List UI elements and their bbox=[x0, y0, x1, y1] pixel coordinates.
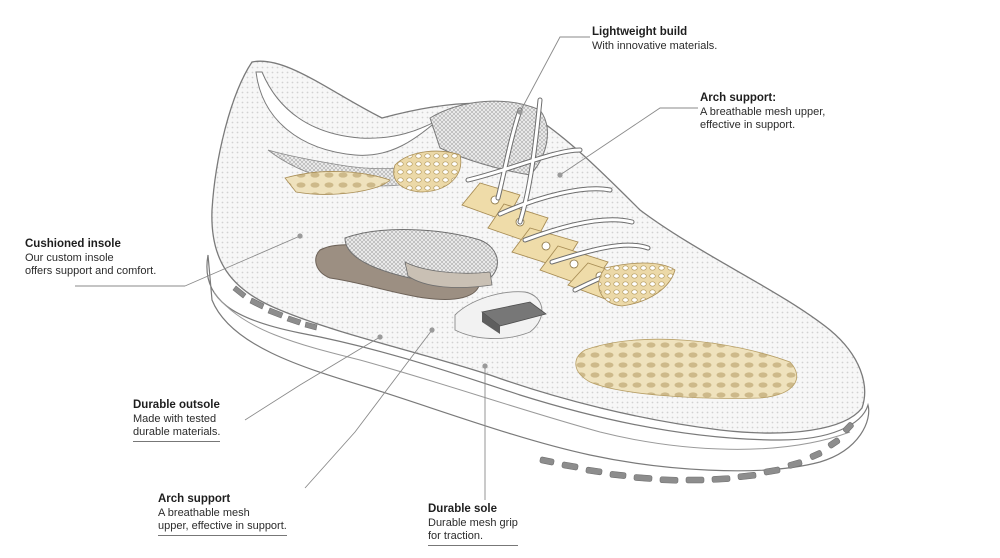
callout-title: Durable outsole bbox=[133, 399, 220, 411]
callout-lightweight-build: Lightweight build With innovative materi… bbox=[592, 26, 717, 53]
tongue-gold-panel bbox=[393, 150, 462, 193]
callout-title: Durable sole bbox=[428, 503, 498, 515]
callout-description: Our custom insole offers support and com… bbox=[25, 251, 157, 278]
callout-title: Arch support bbox=[158, 493, 231, 505]
leader-dots bbox=[297, 109, 563, 369]
toe-gold-panel bbox=[598, 262, 676, 307]
callout-durable-outsole: Durable outsole Made with tested durable… bbox=[133, 399, 221, 442]
forefoot-vent-panel bbox=[575, 338, 798, 399]
callout-cushioned-insole: Cushioned insole Our custom insole offer… bbox=[25, 238, 156, 279]
callout-title: Arch support: bbox=[700, 92, 777, 104]
callout-durable-sole: Durable sole Durable mesh grip for tract… bbox=[428, 503, 518, 546]
leader-arch-lower bbox=[304, 329, 433, 489]
callout-title: Cushioned insole bbox=[25, 238, 121, 250]
gel-pad-front bbox=[482, 312, 500, 334]
callout-description: A breathable mesh upper, effective in su… bbox=[700, 105, 826, 132]
callout-description: Made with tested durable materials. bbox=[133, 413, 221, 442]
callout-arch-support-upper: Arch support: A breathable mesh upper, e… bbox=[700, 92, 825, 133]
outsole-line bbox=[213, 291, 851, 450]
midsole-shape bbox=[206, 254, 870, 472]
callout-title: Lightweight build bbox=[592, 26, 688, 38]
callout-description: With innovative materials. bbox=[592, 39, 718, 52]
callout-arch-support-lower: Arch support A breathable mesh upper, ef… bbox=[158, 493, 287, 536]
heel-tread bbox=[232, 285, 318, 331]
leader-arch-upper bbox=[559, 107, 698, 176]
heel-gold-panel bbox=[284, 171, 391, 195]
leader-lines bbox=[75, 36, 698, 500]
forefoot-tread bbox=[539, 422, 854, 484]
leader-insole bbox=[75, 235, 301, 287]
insole-layers bbox=[315, 229, 498, 300]
insole-top-edge bbox=[404, 261, 493, 288]
leader-outsole bbox=[244, 336, 381, 421]
laces-inner bbox=[466, 98, 662, 292]
leader-lightweight bbox=[519, 36, 590, 113]
callout-description: Durable mesh grip for traction. bbox=[428, 517, 518, 546]
callout-description: A breathable mesh upper, effective in su… bbox=[158, 507, 287, 536]
